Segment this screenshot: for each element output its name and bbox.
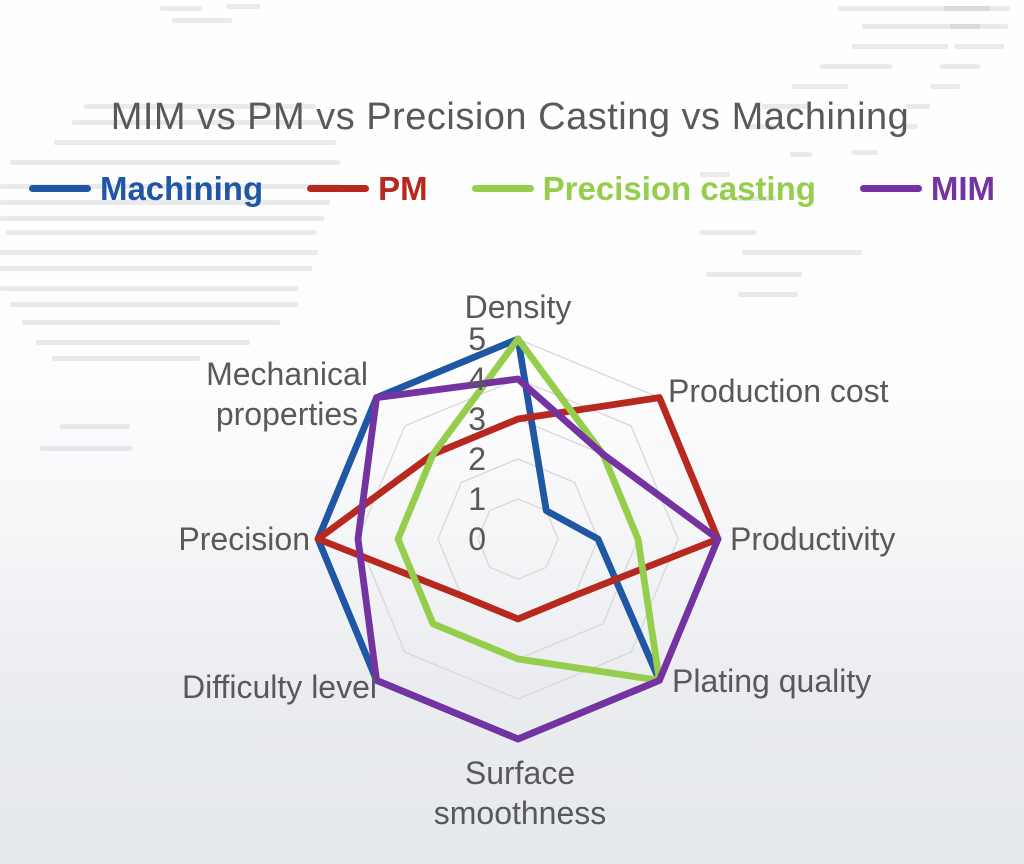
axis-label-precision: Precision [178, 521, 310, 557]
series-mim [354, 375, 722, 743]
tick-label-2: 2 [468, 441, 486, 477]
legend-swatch-mim [859, 185, 922, 192]
axis-label-plating-quality: Plating quality [672, 663, 871, 699]
legend-label: MIM [930, 170, 996, 207]
legend-item-pm: PM [307, 172, 428, 205]
tick-label-1: 1 [468, 481, 486, 517]
grid-ring-1 [477, 498, 559, 580]
legend-swatch-precision-casting [471, 185, 534, 192]
legend-label: Precision casting [542, 170, 816, 207]
tick-label-3: 3 [468, 401, 486, 437]
legend-swatch-machining [28, 185, 91, 192]
chart-legend: Machining PM Precision casting MIM [0, 172, 1024, 205]
series-pm [314, 394, 722, 623]
legend-swatch-pm [307, 185, 370, 192]
grid-ring-4 [357, 378, 679, 700]
series-precision-casting [394, 335, 663, 684]
axis-label-difficulty-level: Difficulty level [182, 669, 377, 705]
legend-item-mim: MIM [859, 170, 996, 207]
legend-label: Machining [99, 170, 264, 207]
tick-label-5: 5 [468, 321, 486, 357]
radar-tick-labels: 0 1 2 3 4 5 [468, 321, 486, 557]
tick-label-4: 4 [468, 361, 486, 397]
legend-item-machining: Machining [28, 170, 264, 207]
legend-label: PM [378, 170, 428, 207]
legend-item-precision-casting: Precision casting [471, 170, 816, 207]
page-title: MIM vs PM vs Precision Casting vs Machin… [110, 96, 910, 138]
axis-label-density: Density [465, 289, 572, 325]
tick-label-0: 0 [468, 521, 486, 557]
axis-label-productivity: Productivity [730, 521, 895, 557]
axis-label-production-cost: Production cost [668, 373, 889, 409]
radar-series [314, 335, 722, 743]
